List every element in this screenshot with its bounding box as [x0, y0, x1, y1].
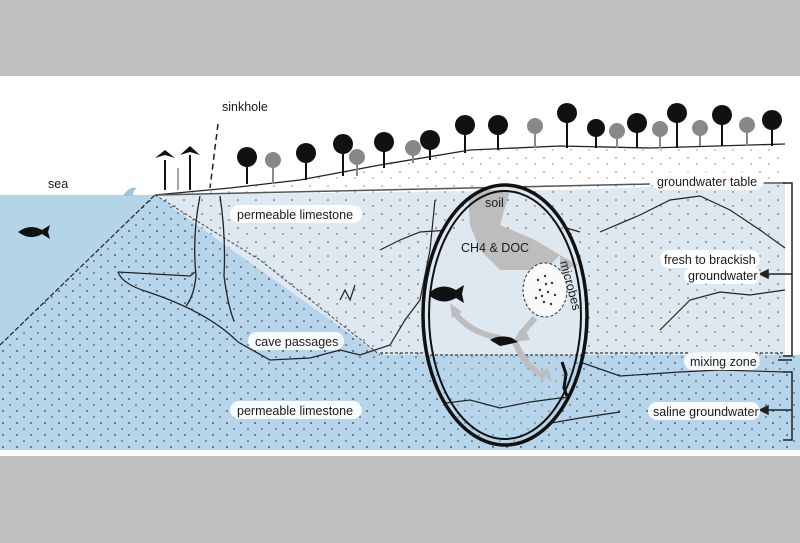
ch4-doc-flow-arrow [468, 190, 560, 270]
label-fresh-groundwater-2: groundwater [688, 269, 758, 283]
trees [155, 103, 782, 190]
coastline [0, 194, 156, 346]
label-cave-passages: cave passages [255, 335, 338, 349]
microbes-cluster [522, 262, 568, 318]
groundwater-table-line [154, 183, 651, 196]
zone-brackets [758, 182, 793, 441]
label-mixing-zone: mixing zone [690, 355, 757, 369]
saline-zone [0, 195, 800, 450]
label-permeable-limestone-lower: permeable limestone [237, 404, 353, 418]
soil-layer [154, 143, 786, 196]
label-sea: sea [48, 177, 68, 191]
sea-fish-icon [18, 225, 50, 239]
label-saline-groundwater: saline groundwater [653, 405, 759, 419]
sinkhole [185, 123, 235, 322]
fish-icon [430, 285, 464, 303]
label-permeable-limestone-upper: permeable limestone [237, 208, 353, 222]
label-sinkhole: sinkhole [222, 100, 268, 114]
label-groundwater-table: groundwater table [657, 175, 757, 189]
label-soil: soil [485, 196, 504, 210]
shrimp-icon [490, 336, 518, 346]
label-ch4-doc: CH4 & DOC [461, 241, 529, 255]
label-fresh-groundwater-1: fresh to brackish [664, 253, 756, 267]
